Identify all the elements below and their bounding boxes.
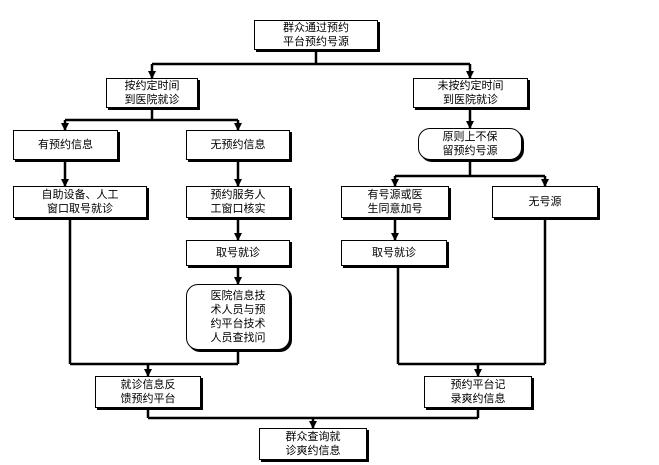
node-record-label: 预约平台记 录爽约信息 bbox=[450, 378, 506, 405]
node-service-check-label: 预约服务人 工窗口核实 bbox=[210, 188, 266, 215]
node-no-info: 无预约信息 bbox=[186, 130, 290, 160]
node-get-number-1-label: 取号就诊 bbox=[216, 246, 260, 259]
node-it-check-label: 医院信息技 术人员与预 约平台技术 人员查找问 bbox=[210, 289, 266, 344]
node-query-label: 群众查询就 诊爽约信息 bbox=[285, 430, 341, 457]
node-no-info-label: 无预约信息 bbox=[210, 138, 266, 151]
node-no-source: 无号源 bbox=[492, 186, 598, 218]
node-feedback: 就诊信息反 馈预约平台 bbox=[95, 376, 201, 408]
node-start: 群众通过预约 平台预约号源 bbox=[254, 20, 378, 50]
node-start-label: 群众通过预约 平台预约号源 bbox=[283, 21, 349, 48]
node-no-source-label: 无号源 bbox=[528, 195, 562, 208]
node-get-number-2-label: 取号就诊 bbox=[372, 246, 416, 259]
node-self-service-label: 自助设备、人工 窗口取号就诊 bbox=[41, 188, 119, 215]
node-no-keep: 原则上不保 留预约号源 bbox=[418, 128, 522, 160]
node-feedback-label: 就诊信息反 馈预约平台 bbox=[120, 378, 176, 405]
node-no-keep-label: 原则上不保 留预约号源 bbox=[442, 130, 498, 157]
node-service-check: 预约服务人 工窗口核实 bbox=[186, 186, 290, 218]
node-has-info: 有预约信息 bbox=[13, 130, 118, 160]
node-on-time: 按约定时间 到医院就诊 bbox=[106, 78, 198, 108]
node-not-on-time: 未按约定时间 到医院就诊 bbox=[413, 78, 528, 108]
node-has-source: 有号源或医 生同意加号 bbox=[341, 186, 449, 218]
node-record: 预约平台记 录爽约信息 bbox=[424, 376, 532, 408]
node-get-number-1: 取号就诊 bbox=[186, 240, 290, 266]
node-has-info-label: 有预约信息 bbox=[38, 138, 93, 151]
node-not-on-time-label: 未按约定时间 到医院就诊 bbox=[437, 79, 504, 106]
node-has-source-label: 有号源或医 生同意加号 bbox=[367, 188, 423, 215]
node-get-number-2: 取号就诊 bbox=[341, 240, 447, 266]
node-it-check: 医院信息技 术人员与预 约平台技术 人员查找问 bbox=[186, 284, 290, 350]
node-query: 群众查询就 诊爽约信息 bbox=[259, 428, 367, 460]
node-on-time-label: 按约定时间 到医院就诊 bbox=[124, 79, 180, 106]
node-self-service: 自助设备、人工 窗口取号就诊 bbox=[13, 186, 147, 218]
